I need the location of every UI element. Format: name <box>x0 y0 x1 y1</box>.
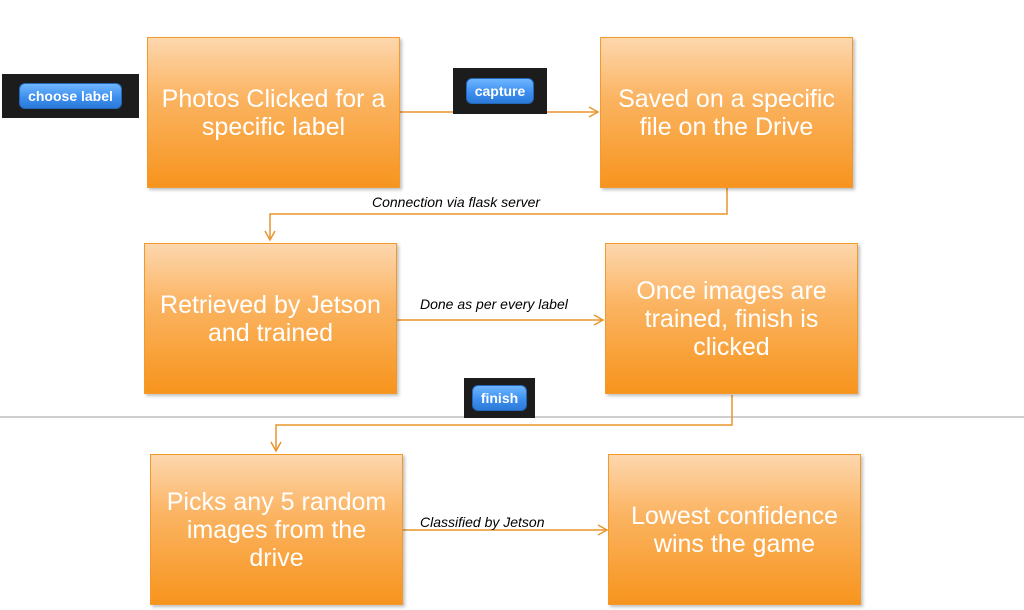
arrow-per-label <box>397 314 605 326</box>
box-retrieved-by-jetson-text: Retrieved by Jetson and trained <box>160 290 381 347</box>
box-saved-on-drive-text: Saved on a specific file on the Drive <box>618 84 835 141</box>
box-retrieved-by-jetson: Retrieved by Jetson and trained <box>144 243 397 394</box>
box-photos-clicked: Photos Clicked for a specific label <box>147 37 400 188</box>
box-picks-random-images: Picks any 5 random images from the drive <box>150 454 403 605</box>
capture-block: capture <box>465 78 535 104</box>
edge-label-flask: Connection via flask server <box>372 194 541 210</box>
arrow-flask <box>264 188 728 242</box>
capture-block-frame: capture <box>453 68 547 114</box>
arrow-classified <box>403 524 609 536</box>
edge-label-classified: Classified by Jetson <box>420 514 545 530</box>
arrow-finish <box>270 395 733 453</box>
box-finish-clicked: Once images are trained, finish is click… <box>605 243 858 394</box>
box-finish-clicked-text: Once images are trained, finish is click… <box>636 276 827 361</box>
edge-label-per-label: Done as per every label <box>420 296 568 312</box>
choose-label-block: choose label <box>19 83 122 109</box>
box-picks-random-images-text: Picks any 5 random images from the drive <box>166 487 387 572</box>
finish-block: finish <box>471 385 528 411</box>
choose-label-block-frame: choose label <box>2 74 139 118</box>
box-lowest-confidence-text: Lowest confidence wins the game <box>630 501 839 558</box>
box-lowest-confidence: Lowest confidence wins the game <box>608 454 861 605</box>
finish-block-frame: finish <box>464 378 535 418</box>
box-saved-on-drive: Saved on a specific file on the Drive <box>600 37 853 188</box>
box-photos-clicked-text: Photos Clicked for a specific label <box>161 84 386 141</box>
